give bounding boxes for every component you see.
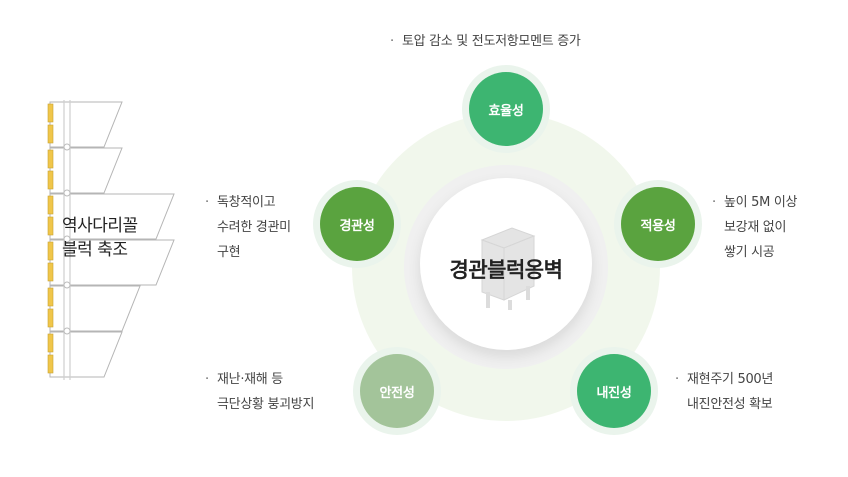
- bullet: ·: [390, 34, 394, 49]
- bullet: ·: [675, 372, 679, 387]
- desc-bottom-left: · 재난·재해 등 극단상황 붕괴방지: [205, 367, 315, 417]
- wall-drawing: [47, 100, 175, 380]
- wall-label-line2: 블럭 축조: [62, 240, 128, 260]
- desc-left-line3: 구현: [217, 245, 241, 260]
- wall-block: [49, 147, 123, 194]
- desc-right: · 높이 5M 이상 보강재 없이 쌓기 시공: [712, 190, 798, 265]
- center-title: 경관블럭옹벽: [449, 258, 563, 282]
- wall-block: [49, 331, 123, 378]
- desc-left-line2: 수려한 경관미: [217, 220, 291, 235]
- desc-bottom-right-line2: 내진안전성 확보: [687, 397, 773, 412]
- desc-bottom-right: · 재현주기 500년 내진안전성 확보: [675, 367, 774, 417]
- wall-label-line1: 역사다리꼴: [62, 216, 138, 236]
- node-applicability: 적용성: [621, 187, 695, 261]
- desc-bottom-right-line1: 재현주기 500년: [687, 372, 774, 387]
- bullet: ·: [205, 372, 209, 387]
- node-landscape: 경관성: [320, 187, 394, 261]
- node-safety: 안전성: [360, 354, 434, 428]
- node-seismic: 내진성: [577, 354, 651, 428]
- desc-bottom-left-line2: 극단상황 붕괴방지: [217, 397, 315, 412]
- desc-right-line2: 보강재 없이: [724, 220, 787, 235]
- wall-block: [49, 101, 123, 148]
- desc-top-line1: 토압 감소 및 전도저항모멘트 증가: [402, 34, 581, 49]
- bullet: ·: [205, 195, 209, 210]
- block-wall-illustration: [46, 100, 186, 385]
- block-watermark-icon: [480, 227, 536, 310]
- desc-bottom-left-line1: 재난·재해 등: [217, 372, 283, 387]
- desc-right-line1: 높이 5M 이상: [724, 195, 798, 210]
- desc-left: · 독창적이고 수려한 경관미 구현: [205, 190, 291, 265]
- desc-top: · 토압 감소 및 전도저항모멘트 증가: [390, 29, 581, 54]
- desc-right-line3: 쌓기 시공: [724, 245, 775, 260]
- bullet: ·: [712, 195, 716, 210]
- node-efficiency: 효율성: [469, 72, 543, 146]
- desc-left-line1: 독창적이고: [217, 195, 276, 210]
